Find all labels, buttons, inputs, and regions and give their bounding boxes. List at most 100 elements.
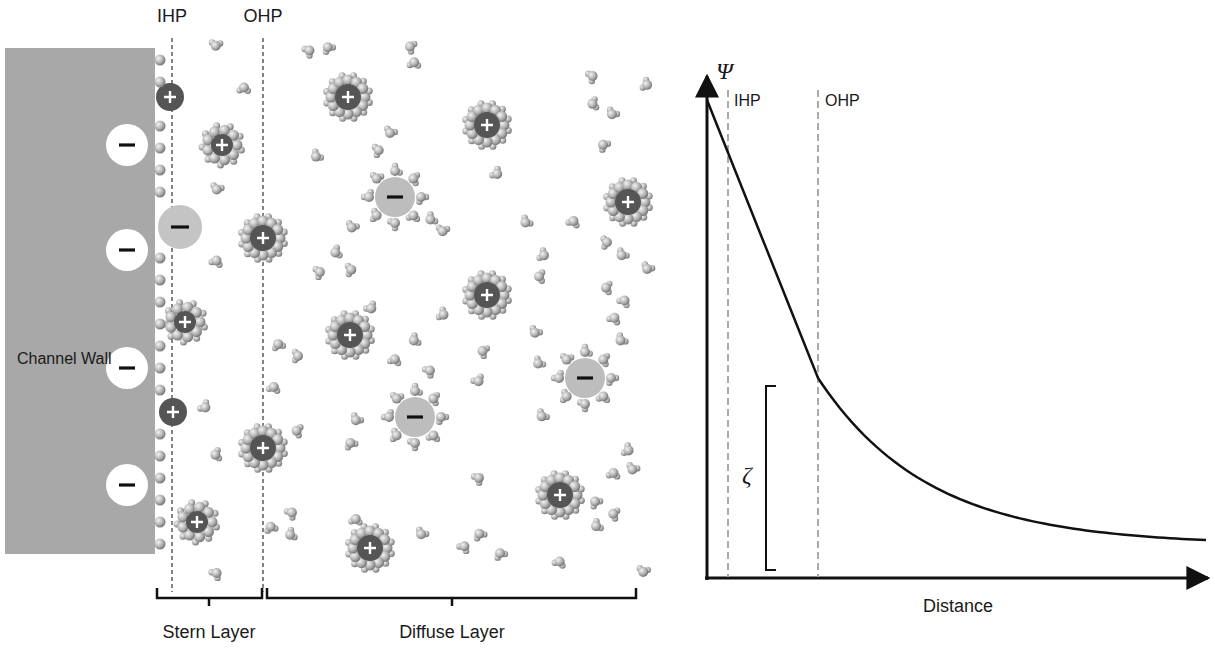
cation	[474, 282, 500, 308]
plus-sign	[179, 316, 191, 328]
ions	[106, 39, 655, 581]
hydrated-cation	[174, 499, 220, 545]
cation	[335, 84, 361, 110]
anion	[375, 177, 415, 217]
water-atom	[580, 347, 590, 357]
wall-block: Channel Wall	[5, 48, 155, 554]
water-atom	[408, 210, 418, 220]
water-atom	[438, 310, 448, 320]
water-atom	[351, 514, 361, 524]
water-atom	[155, 319, 166, 330]
water-atom	[428, 430, 438, 440]
water-atom	[390, 354, 400, 364]
water-atom	[155, 539, 166, 550]
charge-circle	[106, 124, 148, 166]
plus-sign	[191, 516, 203, 528]
zeta-bracket	[766, 386, 776, 570]
water-atom	[207, 517, 218, 528]
water-atom	[155, 187, 166, 198]
plus-sign	[257, 232, 269, 244]
hydrated-cation	[462, 100, 512, 150]
water-atom	[155, 275, 166, 286]
water-atom	[408, 174, 418, 184]
water-atom	[273, 339, 283, 349]
water-atom	[609, 313, 619, 323]
water-atom	[155, 495, 166, 506]
plus-sign	[481, 119, 493, 131]
plus-sign	[344, 329, 356, 341]
plane-label: IHP	[157, 6, 187, 27]
water-atom	[537, 411, 547, 421]
water-atom	[587, 99, 597, 109]
water-atom	[155, 363, 166, 374]
plane-label: OHP	[243, 6, 282, 27]
hydrated-cation	[603, 177, 653, 227]
cation	[337, 322, 363, 348]
water-atom	[474, 376, 484, 386]
hydrated-cation	[462, 270, 512, 320]
minus-sign	[171, 225, 189, 228]
y-axis	[706, 76, 709, 580]
water-atom	[351, 415, 361, 425]
hydrated-cation	[325, 310, 375, 360]
water-atom	[304, 46, 314, 56]
water-atom	[211, 41, 221, 51]
cation	[250, 225, 276, 251]
minus-sign	[119, 248, 135, 251]
water-atom	[266, 522, 276, 532]
water-atom	[598, 391, 608, 401]
hydrated-cation	[162, 299, 208, 345]
wall-charge	[106, 464, 148, 506]
water-atom	[409, 57, 419, 67]
water-atom	[562, 391, 572, 401]
water-atom	[492, 169, 502, 179]
water-atom	[436, 412, 446, 422]
water-atom	[410, 386, 420, 396]
water-atom	[293, 351, 303, 361]
hydrated-cation	[535, 470, 585, 520]
ohp-line	[817, 90, 819, 577]
plane-label: IHP	[734, 92, 761, 110]
layer-label: Stern Layer	[162, 622, 255, 643]
wall-charge	[106, 124, 148, 166]
plus-sign	[342, 91, 354, 103]
axis-label: Distance	[923, 596, 993, 617]
water-atom	[195, 317, 206, 328]
water-atom	[212, 185, 222, 195]
water-atom	[364, 192, 374, 202]
water-atom	[598, 140, 608, 150]
water-atom	[425, 365, 435, 375]
hydrated-anion	[361, 163, 429, 231]
water-atom	[155, 451, 166, 462]
water-atom	[155, 121, 166, 132]
water-atom	[580, 399, 590, 409]
wall-charge	[106, 347, 148, 389]
water-atom	[620, 295, 630, 305]
water-atom	[590, 497, 600, 507]
water-atom	[534, 272, 544, 282]
plus-sign	[622, 196, 634, 208]
water-atom	[588, 71, 598, 81]
stern-bracket	[157, 588, 262, 606]
water-atom	[392, 394, 402, 404]
minus-sign	[407, 415, 423, 418]
cation	[250, 435, 276, 461]
plus-sign	[167, 406, 179, 418]
water-atom	[200, 402, 210, 412]
hydrated-cation	[345, 523, 395, 573]
water-atom	[602, 237, 612, 247]
potential-curve	[707, 100, 1206, 540]
charge-circle	[106, 464, 148, 506]
charge-circle	[106, 229, 148, 271]
water-atom	[642, 264, 652, 274]
hydrated-anion	[551, 344, 619, 412]
water-atom	[323, 42, 333, 52]
water-atom	[210, 450, 220, 460]
water-atom	[598, 355, 608, 365]
cation	[357, 535, 383, 561]
water-atom	[366, 303, 376, 313]
cation	[547, 482, 573, 508]
water-atom	[627, 465, 637, 475]
